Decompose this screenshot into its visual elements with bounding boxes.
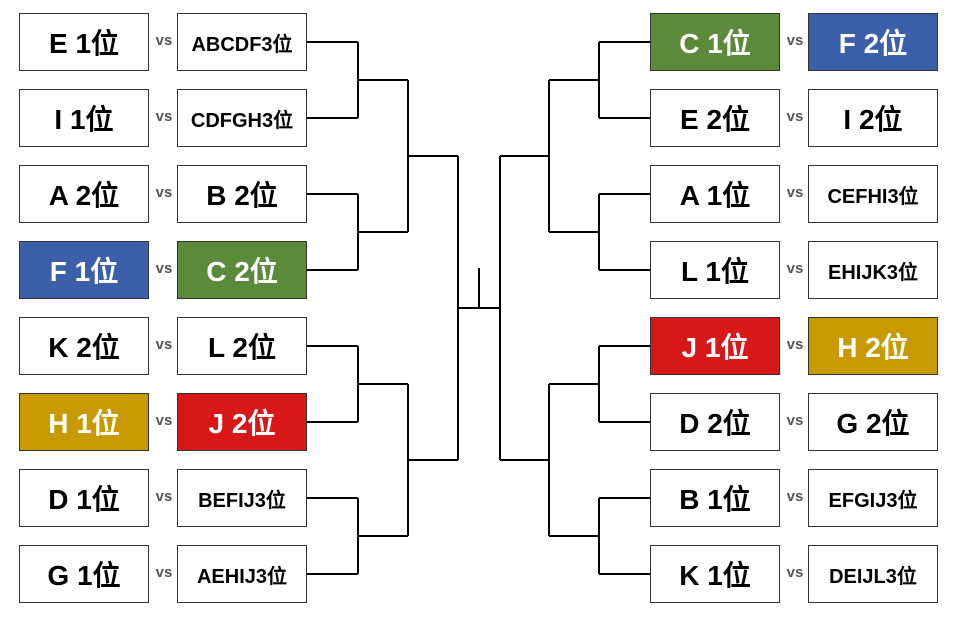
right-match-7-team-a: B 1位 (650, 469, 780, 527)
right-match-8-vs-label: vs (786, 564, 804, 581)
left-match-7-vs-label: vs (155, 488, 173, 505)
left-match-3-vs-label: vs (155, 184, 173, 201)
left-match-2-team-b: CDFGH3位 (177, 89, 307, 147)
right-match-4-team-b: EHIJK3位 (808, 241, 938, 299)
left-match-6-vs-label: vs (155, 412, 173, 429)
right-match-2-team-b: I 2位 (808, 89, 938, 147)
left-match-7-team-b: BEFIJ3位 (177, 469, 307, 527)
right-match-4-vs-label: vs (786, 260, 804, 277)
left-match-6-team-a: H 1位 (19, 393, 149, 451)
right-match-3-team-b: CEFHI3位 (808, 165, 938, 223)
left-match-1-vs-label: vs (155, 32, 173, 49)
left-match-7-team-a: D 1位 (19, 469, 149, 527)
left-match-5-vs-label: vs (155, 336, 173, 353)
right-match-7-vs-label: vs (786, 488, 804, 505)
right-match-6-team-a: D 2位 (650, 393, 780, 451)
right-match-6-vs-label: vs (786, 412, 804, 429)
left-match-1-team-a: E 1位 (19, 13, 149, 71)
left-match-8-team-b: AEHIJ3位 (177, 545, 307, 603)
right-match-5-vs-label: vs (786, 336, 804, 353)
right-match-5-team-a: J 1位 (650, 317, 780, 375)
left-match-4-team-b: C 2位 (177, 241, 307, 299)
left-match-2-team-a: I 1位 (19, 89, 149, 147)
right-match-7-team-b: EFGIJ3位 (808, 469, 938, 527)
right-match-3-vs-label: vs (786, 184, 804, 201)
left-match-1-team-b: ABCDF3位 (177, 13, 307, 71)
right-match-3-team-a: A 1位 (650, 165, 780, 223)
left-match-4-team-a: F 1位 (19, 241, 149, 299)
right-match-4-team-a: L 1位 (650, 241, 780, 299)
right-match-1-team-a: C 1位 (650, 13, 780, 71)
left-match-5-team-b: L 2位 (177, 317, 307, 375)
right-match-2-team-a: E 2位 (650, 89, 780, 147)
right-match-1-vs-label: vs (786, 32, 804, 49)
left-match-5-team-a: K 2位 (19, 317, 149, 375)
left-match-2-vs-label: vs (155, 108, 173, 125)
right-match-5-team-b: H 2位 (808, 317, 938, 375)
right-match-8-team-a: K 1位 (650, 545, 780, 603)
left-match-8-team-a: G 1位 (19, 545, 149, 603)
left-match-4-vs-label: vs (155, 260, 173, 277)
right-match-2-vs-label: vs (786, 108, 804, 125)
right-match-1-team-b: F 2位 (808, 13, 938, 71)
left-match-3-team-a: A 2位 (19, 165, 149, 223)
right-match-8-team-b: DEIJL3位 (808, 545, 938, 603)
left-match-8-vs-label: vs (155, 564, 173, 581)
left-match-6-team-b: J 2位 (177, 393, 307, 451)
left-match-3-team-b: B 2位 (177, 165, 307, 223)
right-match-6-team-b: G 2位 (808, 393, 938, 451)
